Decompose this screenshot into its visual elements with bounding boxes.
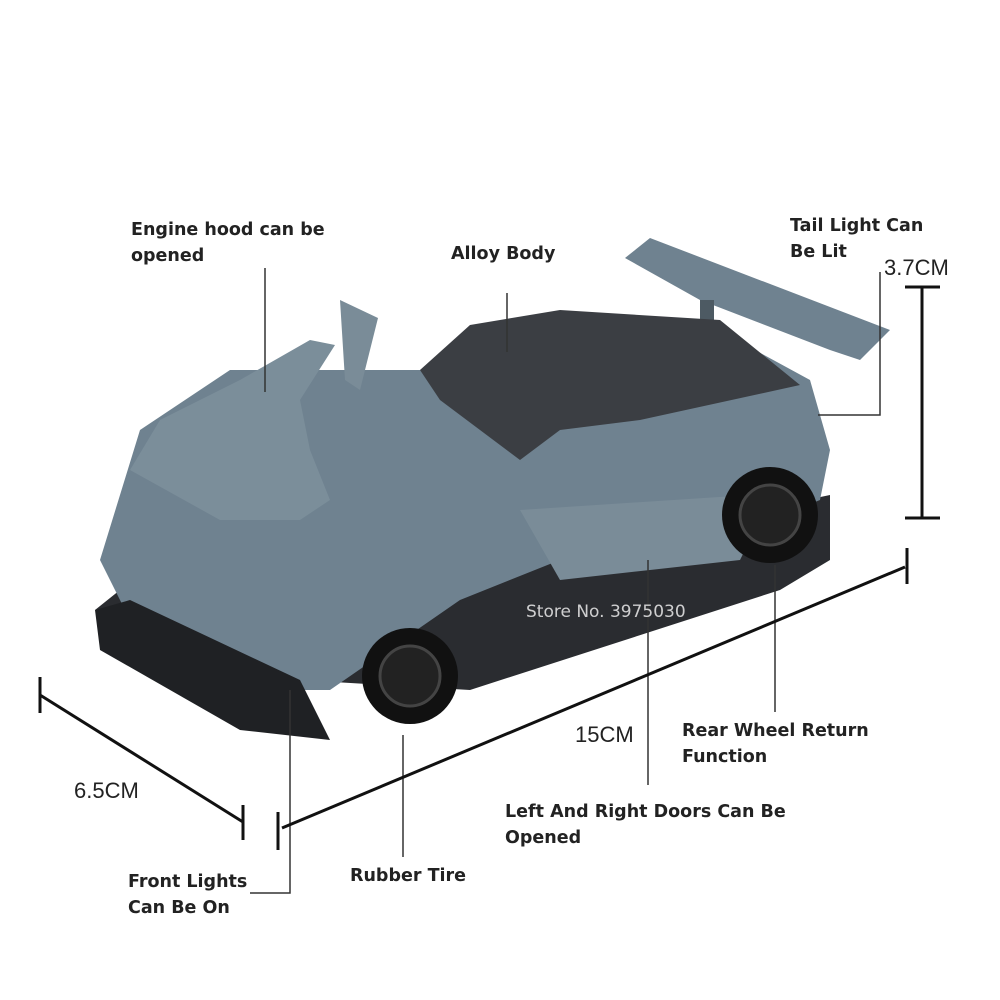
label-rear-wheel: Rear Wheel Return Function	[682, 721, 869, 767]
dimension-length: 15CM	[575, 722, 634, 747]
label-engine-hood: Engine hood can be opened	[131, 220, 325, 266]
store-watermark: Store No. 3975030	[526, 602, 686, 622]
label-doors: Left And Right Doors Can Be Opened	[505, 802, 786, 848]
dimension-height: 3.7CM	[884, 255, 949, 280]
car-photo	[95, 238, 890, 740]
label-rubber-tire: Rubber Tire	[350, 866, 467, 886]
label-front-lights: Front Lights Can Be On	[128, 872, 248, 918]
label-alloy-body: Alloy Body	[451, 244, 556, 264]
dimension-lines	[38, 285, 940, 850]
label-tail-light: Tail Light Can Be Lit	[790, 216, 924, 262]
leader-lines	[250, 268, 881, 894]
dimension-width: 6.5CM	[74, 778, 139, 803]
